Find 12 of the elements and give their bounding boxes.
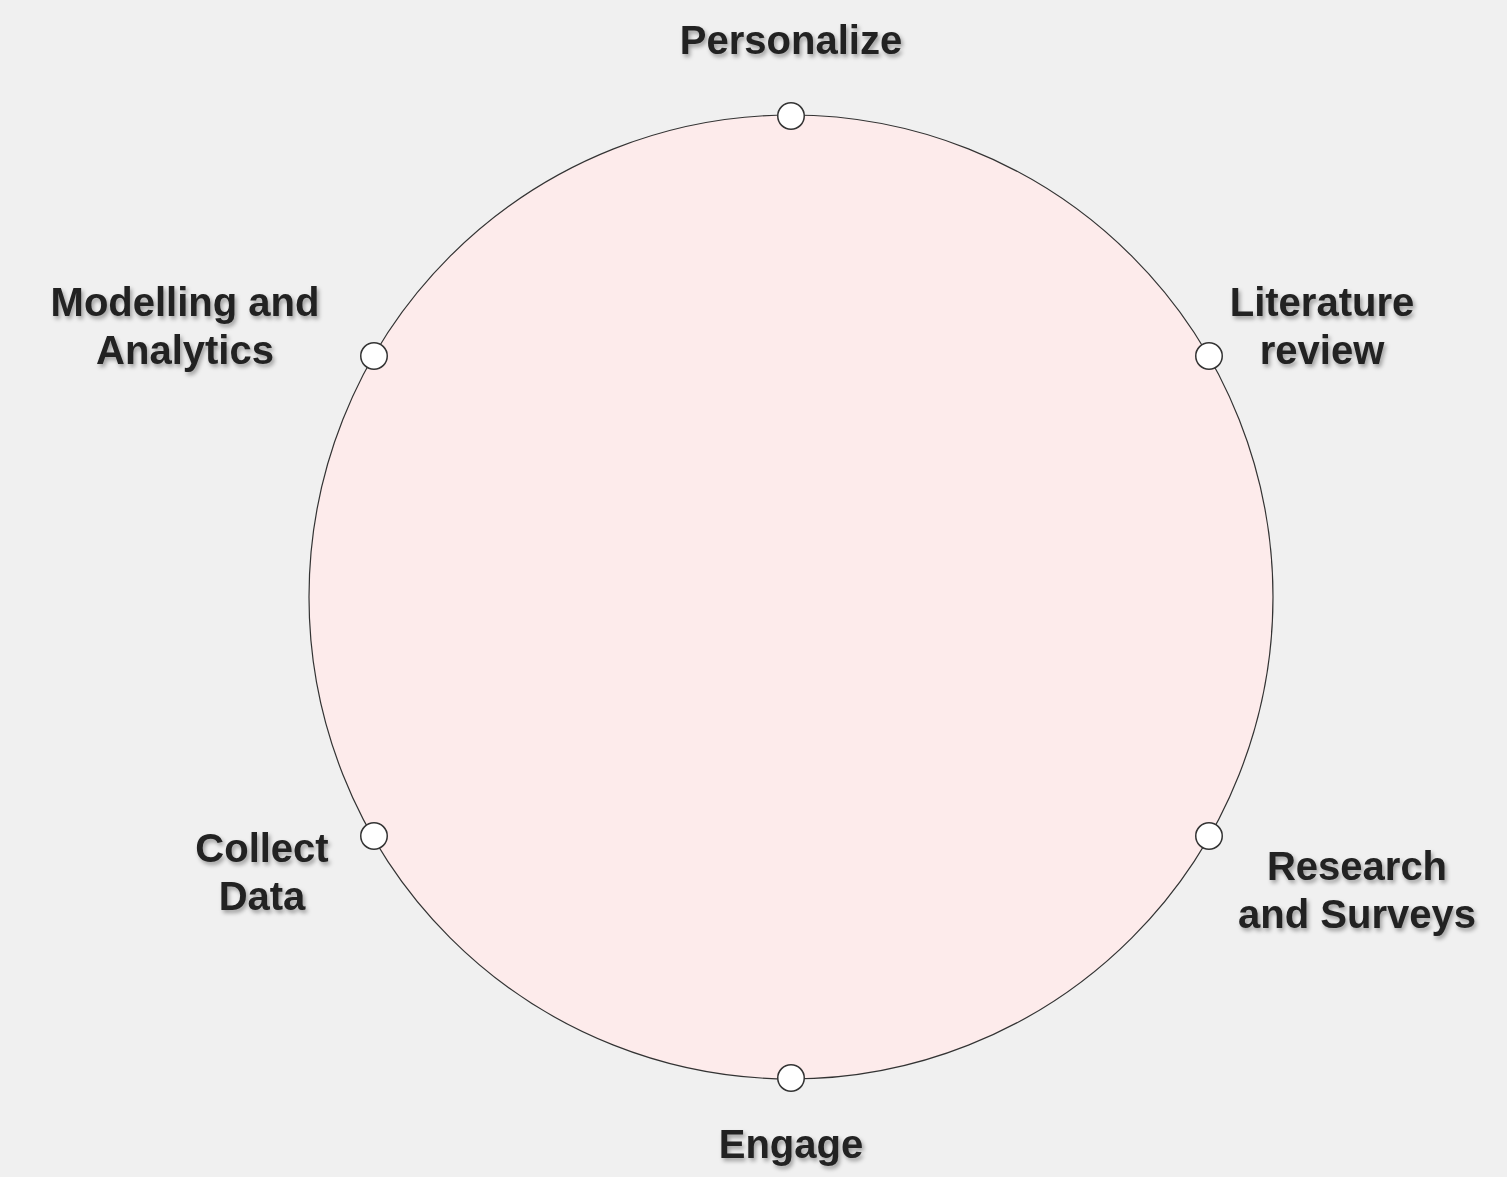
step-label: Personalize xyxy=(678,17,904,64)
step-marker xyxy=(777,1064,805,1092)
step-label: Engage xyxy=(717,1121,865,1168)
step-marker xyxy=(360,342,388,370)
step-label: Literature review xyxy=(1228,279,1416,374)
step-label: Research and Surveys xyxy=(1237,843,1477,938)
step-marker xyxy=(777,102,805,130)
step-marker xyxy=(1195,342,1223,370)
step-marker xyxy=(360,822,388,850)
step-label: Collect Data xyxy=(194,825,330,920)
step-marker xyxy=(1195,822,1223,850)
step-label: Modelling and Analytics xyxy=(49,279,321,374)
